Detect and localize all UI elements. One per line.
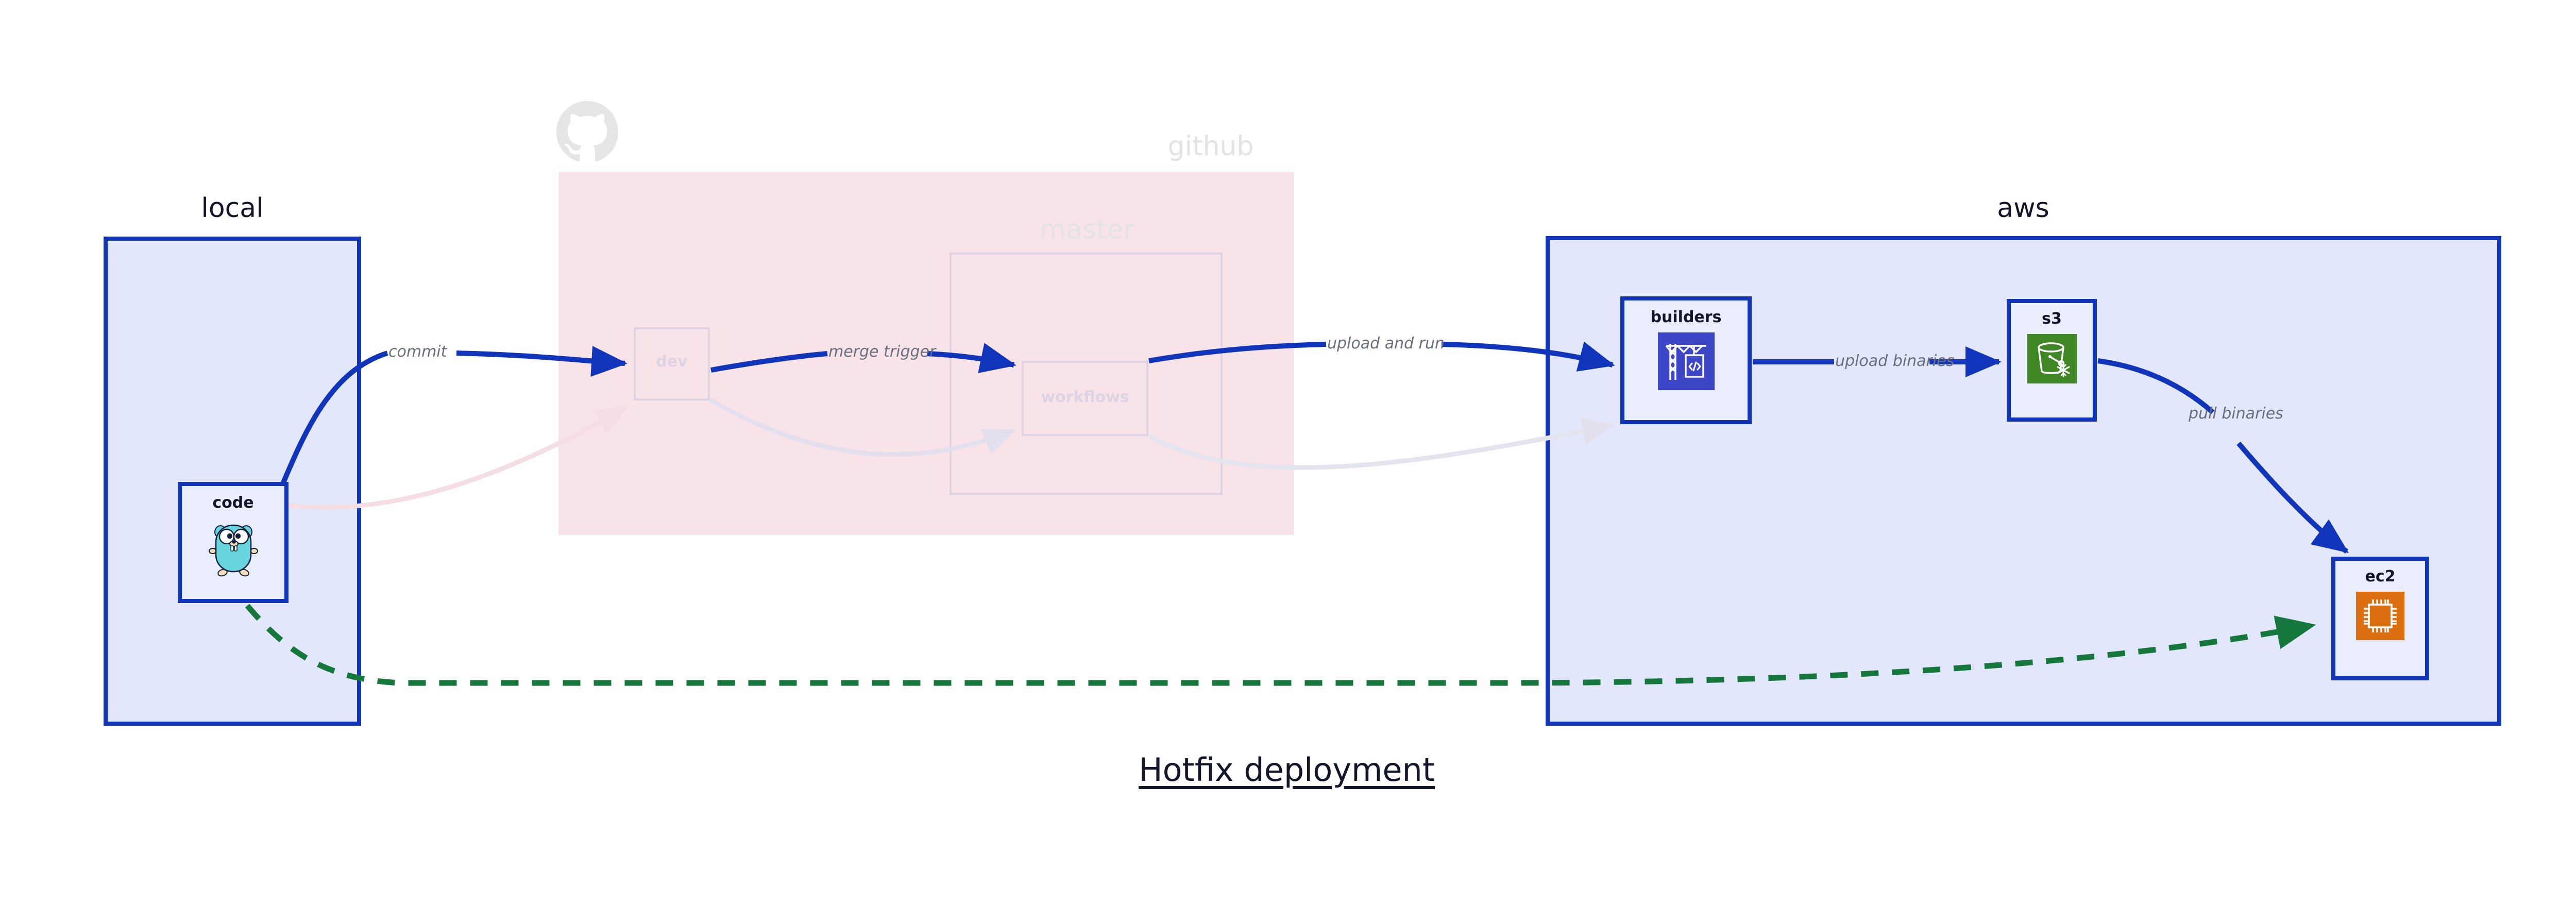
zone-local xyxy=(104,237,361,726)
node-dev-label: dev xyxy=(656,353,688,371)
edge-label-commit: commit xyxy=(388,343,447,361)
node-s3-label: s3 xyxy=(2042,310,2062,328)
edge-label-pull-binaries: pull binaries xyxy=(2189,405,2283,423)
node-ec2-label: ec2 xyxy=(2365,567,2396,586)
zone-github-label: github xyxy=(1167,131,1254,162)
aws-codebuild-icon xyxy=(1657,332,1715,392)
github-octocat-icon xyxy=(556,101,618,165)
node-builders[interactable]: builders xyxy=(1620,296,1752,424)
zone-master xyxy=(950,253,1223,495)
go-gopher-icon xyxy=(207,518,260,580)
node-ec2[interactable]: ec2 xyxy=(2331,557,2429,680)
node-builders-label: builders xyxy=(1650,308,1722,326)
aws-s3-icon xyxy=(2027,334,2077,386)
node-dev[interactable]: dev xyxy=(634,327,710,400)
zone-master-label: master xyxy=(1040,214,1134,245)
zone-aws-label: aws xyxy=(1997,193,2049,224)
edge-label-upload-and-run: upload and run xyxy=(1327,335,1445,353)
node-code[interactable]: code xyxy=(178,482,289,603)
node-code-label: code xyxy=(212,494,254,512)
edge-label-merge-trigger: merge trigger xyxy=(828,343,936,361)
zone-local-label: local xyxy=(201,193,264,224)
node-workflows-label: workflows xyxy=(1041,388,1129,406)
edge-label-upload-binaries: upload binaries xyxy=(1835,352,1955,370)
node-s3[interactable]: s3 xyxy=(2007,299,2097,422)
aws-ec2-icon xyxy=(2356,592,2404,642)
node-workflows[interactable]: workflows xyxy=(1022,361,1148,436)
page-title: Hotfix deployment xyxy=(1139,751,1435,789)
